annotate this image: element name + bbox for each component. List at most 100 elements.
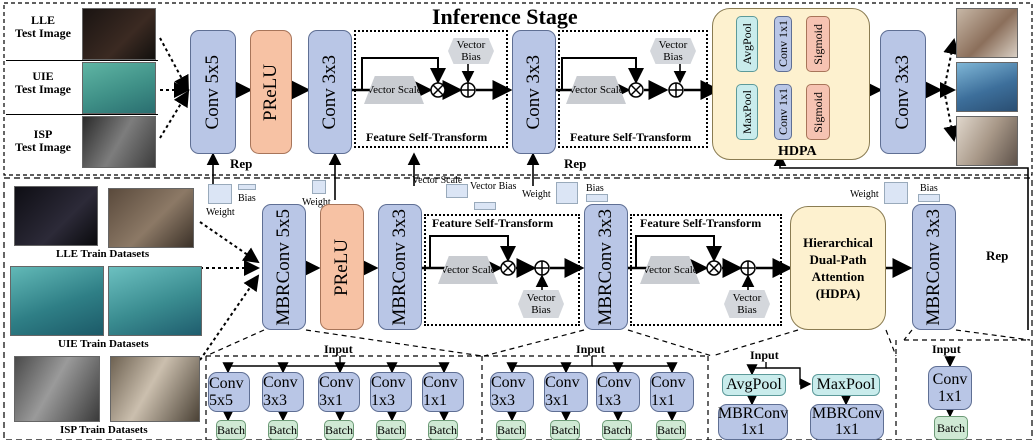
- rep-label-1: Rep: [230, 156, 253, 171]
- mbrconv-3x3-box-3: MBRConv 3x3: [912, 204, 956, 330]
- bias-cell-3: [918, 194, 940, 202]
- vector-bias-small-label: Vector Bias: [470, 181, 517, 192]
- weight-grid-1: [208, 184, 232, 204]
- vector-scale-grid: [446, 184, 468, 198]
- uie-train-label: UIE Train Datasets: [58, 338, 149, 350]
- add-op-inf-1: [460, 82, 476, 98]
- weight-label-1: Weight: [206, 207, 235, 218]
- add-op-train-2: [740, 260, 756, 276]
- conv-3x3-box-2: Conv 3x3: [512, 30, 556, 154]
- hdpa-sigmoid-top: Sigmoid: [806, 16, 830, 72]
- detail-batch-8: Batch: [602, 420, 632, 440]
- fst-inference-1: [354, 30, 508, 148]
- detail-batch-6: Batch: [496, 420, 526, 440]
- isp-train-stack-2: [110, 356, 200, 422]
- fst-inference-2: [558, 30, 708, 148]
- conv-3x3-box-3: Conv 3x3: [880, 30, 926, 154]
- prelu-box: PReLU: [250, 30, 292, 154]
- hdpa-train-box: Hierarchical Dual-Path Attention (HDPA): [790, 206, 886, 330]
- detail-batch-1: Batch: [216, 420, 246, 440]
- weight-grid-4: [884, 182, 908, 204]
- conv-3x3-box-1: Conv 3x3: [308, 30, 352, 154]
- isp-test-image: [82, 116, 156, 168]
- mbrconv-3x3-box-1: MBRConv 3x3: [378, 204, 422, 330]
- lle-train-stack-1: [14, 186, 98, 246]
- hdpa-conv1-top: Conv 1x1: [774, 16, 792, 72]
- add-op-train-1: [534, 260, 550, 276]
- detail-hdpa-maxpool: MaxPool: [812, 374, 880, 396]
- detail-conv-1x3-a: Conv 1x3: [370, 372, 412, 412]
- uie-train-stack-2: [108, 266, 202, 336]
- detail-batch-7: Batch: [550, 420, 580, 440]
- detail-input-label-2: Input: [576, 342, 605, 356]
- detail-batch-2: Batch: [268, 420, 298, 440]
- detail-conv-1x3-b: Conv 1x3: [596, 372, 640, 412]
- detail-batch-10: Batch: [934, 416, 968, 440]
- multiply-op-train-1: [500, 260, 516, 276]
- vector-bias-inf-2: Vector Bias: [650, 38, 696, 64]
- bias-label-2: Bias: [586, 183, 604, 194]
- bias-label-3: Bias: [920, 183, 938, 194]
- hdpa-label: HDPA: [778, 144, 817, 159]
- fst-train-2: [630, 214, 782, 326]
- weight-label-2: Weight: [302, 197, 331, 208]
- detail-conv-1x1-a: Conv 1x1: [422, 372, 464, 412]
- multiply-op-inf-1: [430, 82, 446, 98]
- detail-conv-1x1-b: Conv 1x1: [650, 372, 694, 412]
- detail-conv-3x1-a: Conv 3x1: [318, 372, 360, 412]
- vector-scale-inf-1: Vector Scale: [364, 76, 424, 104]
- uie-train-stack-1: [10, 266, 104, 336]
- detail-conv-3x1-b: Conv 3x1: [544, 372, 588, 412]
- lle-test-image: [82, 8, 156, 60]
- inference-frame: [3, 2, 1033, 176]
- fst-label-train-1: Feature Self-Transform: [432, 216, 554, 230]
- bias-cell-1: [238, 184, 256, 190]
- detail-conv-3x3-b: Conv 3x3: [490, 372, 534, 412]
- detail-conv-3x3-a: Conv 3x3: [262, 372, 304, 412]
- vector-bias-grid: [474, 202, 496, 210]
- lle-train-stack-2: [108, 188, 194, 248]
- isp-train-stack-1: [14, 356, 100, 422]
- rep-label-3: Rep: [986, 248, 1009, 263]
- training-frame: [3, 177, 1033, 440]
- hdpa-maxpool: MaxPool: [736, 84, 758, 140]
- fst-label-inf-1: Feature Self-Transform: [366, 130, 488, 144]
- detail-batch-3: Batch: [324, 420, 354, 440]
- mbrconv-3x3-box-2: MBRConv 3x3: [584, 204, 628, 330]
- vector-scale-small-label: Vector Scale: [412, 175, 463, 186]
- hdpa-avgpool: AvgPool: [736, 16, 758, 72]
- detail-batch-4: Batch: [376, 420, 406, 440]
- uie-output-image: [956, 62, 1018, 112]
- inference-title: Inference Stage: [432, 4, 578, 29]
- detail-input-label-4: Input: [932, 342, 961, 356]
- multiply-op-train-2: [706, 260, 722, 276]
- hdpa-conv1-bottom: Conv 1x1: [774, 84, 792, 140]
- bias-label-1: Bias: [238, 193, 256, 204]
- vector-bias-inf-1: Vector Bias: [448, 38, 494, 64]
- vector-scale-train-2: Vector Scale: [640, 256, 700, 284]
- vector-bias-train-1: Vector Bias: [518, 290, 564, 318]
- weight-label-3: Weight: [522, 189, 551, 200]
- weight-grid-3: [556, 182, 578, 204]
- multiply-op-inf-2: [628, 82, 644, 98]
- detail-input-label-1: Input: [324, 342, 353, 356]
- detail-hdpa-mbrconv-2: MBRConv 1x1: [810, 404, 884, 440]
- weight-grid-2: [312, 180, 326, 194]
- detail-hdpa-avgpool: AvgPool: [722, 374, 786, 396]
- lle-train-label: LLE Train Datasets: [56, 248, 150, 260]
- isp-output-image: [956, 116, 1018, 166]
- detail-input-label-3: Input: [750, 348, 779, 362]
- uie-test-image: [82, 62, 156, 114]
- rep-label-2: Rep: [564, 156, 587, 171]
- bias-cell-2: [586, 194, 608, 202]
- train-prelu-box: PReLU: [320, 204, 364, 330]
- detail-conv-1x1-c: Conv 1x1: [928, 366, 972, 410]
- weight-label-4: Weight: [850, 189, 879, 200]
- vector-scale-inf-2: Vector Scale: [566, 76, 626, 104]
- add-op-inf-2: [668, 82, 684, 98]
- hdpa-sigmoid-bottom: Sigmoid: [806, 84, 830, 140]
- fst-label-inf-2: Feature Self-Transform: [570, 130, 692, 144]
